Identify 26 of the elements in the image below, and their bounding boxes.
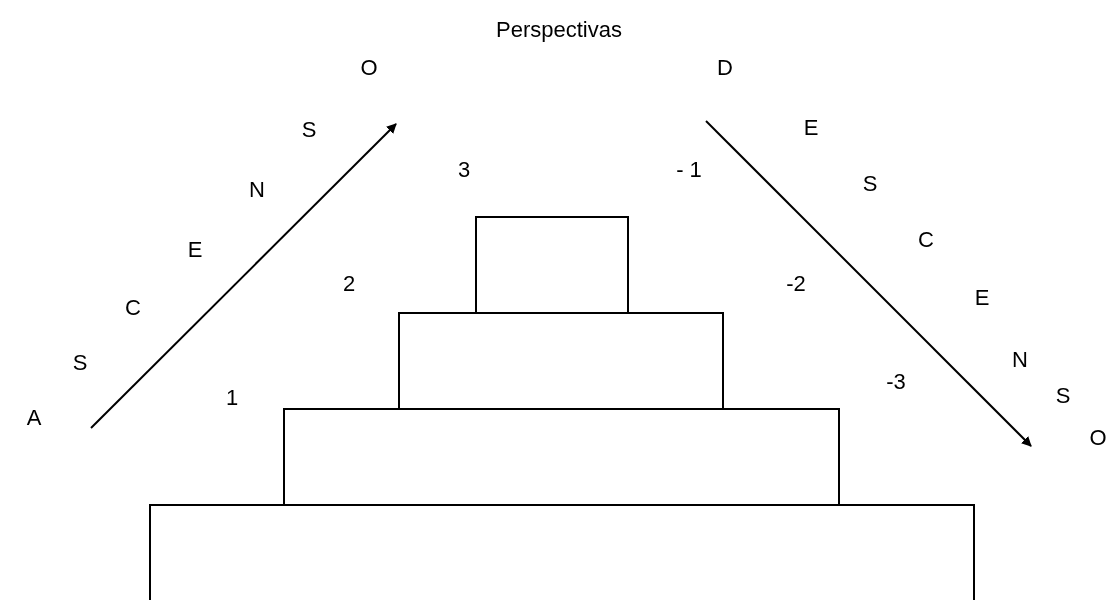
letter-label: S <box>301 117 317 143</box>
letter-label: N <box>249 177 265 203</box>
pyramid-step <box>398 312 724 410</box>
level-number: 1 <box>225 385 239 411</box>
letter-label: E <box>187 237 203 263</box>
letter-label: S <box>862 171 878 197</box>
letter-label: O <box>1089 425 1107 451</box>
title: Perspectivas <box>496 17 622 43</box>
letter-label: C <box>918 227 934 253</box>
letter-label: S <box>72 350 88 376</box>
level-number: 3 <box>457 157 471 183</box>
level-number: 2 <box>342 271 356 297</box>
level-number: - 1 <box>676 157 702 183</box>
letter-label: C <box>125 295 141 321</box>
letter-label: S <box>1055 383 1071 409</box>
letter-label: O <box>360 55 378 81</box>
letter-label: E <box>803 115 819 141</box>
letter-label: A <box>26 405 42 431</box>
letter-label: N <box>1012 347 1028 373</box>
level-number: -3 <box>886 369 906 395</box>
level-number: -2 <box>786 271 806 297</box>
pyramid-step <box>149 504 975 600</box>
letter-label: E <box>974 285 990 311</box>
letter-label: D <box>717 55 733 81</box>
pyramid-step <box>475 216 629 314</box>
pyramid-step <box>283 408 840 506</box>
